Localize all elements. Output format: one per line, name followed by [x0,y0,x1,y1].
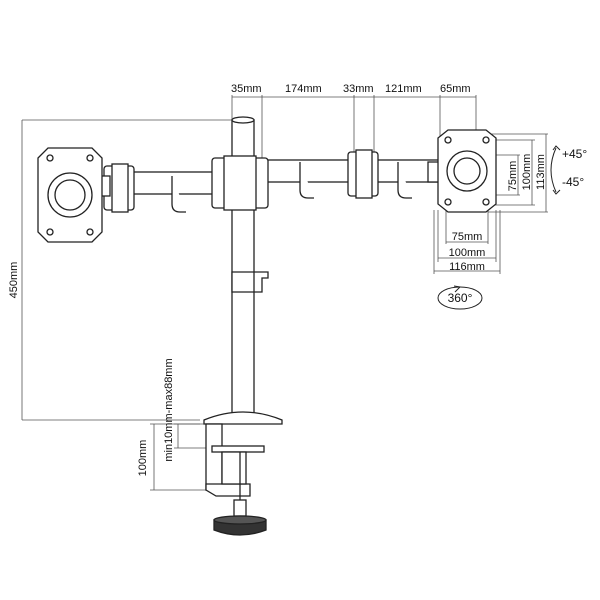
cable-clip [231,271,269,293]
clamp-bottom-jaw [205,483,251,497]
arms [95,149,443,213]
label-clamp-thickness: min10mm-max88mm [163,358,175,461]
label-75mm-vertical: 75mm [507,161,519,192]
rotation-arrow-icon [453,285,462,293]
clamp-knob-top [213,515,267,525]
label-100mm-vertical: 100mm [521,154,533,191]
angle-indicators [437,145,561,310]
right-plate-hole-1 [444,136,452,144]
left-plate-hole-1 [46,154,54,162]
clamp-bracket [221,451,247,485]
clamp-screw-collar [233,499,247,517]
cable-hook-1 [171,176,186,213]
tilt-arc [550,147,557,193]
right-elbow-inner [355,149,373,199]
desk-clamp [203,411,283,536]
cable-hook-3 [397,162,412,199]
left-plate-hole-2 [86,154,94,162]
right-arm-bar [239,159,441,183]
label-450mm: 450mm [8,262,20,299]
label-clamp-height: 100mm [137,440,149,477]
cable-hook-2 [299,162,314,199]
left-plate-center-disc [54,179,86,211]
left-plate-hole-4 [86,228,94,236]
right-plate-hole-3 [444,198,452,206]
right-plate-center-disc [453,157,481,185]
label-116mm: 116mm [449,261,485,273]
label-121mm: 121mm [385,83,422,95]
label-35mm: 35mm [231,83,262,95]
right-vesa-plate [437,129,497,213]
label-rotation: 360° [448,291,473,305]
label-65mm: 65mm [440,83,471,95]
clamp-pressure-plate [211,445,265,453]
pole-top-cap [231,116,255,124]
dimension-labels: 35mm 174mm 33mm 121mm 65mm 450mm min10mm… [8,83,587,476]
right-plate-hole-2 [482,136,490,144]
tilt-arrow-up [552,145,561,151]
left-elbow-inner [111,163,129,213]
clamp-base-plate [203,411,283,425]
right-plate-hole-4 [482,198,490,206]
label-113mm: 113mm [535,154,547,190]
tilt-arrow-down [552,189,561,195]
label-tilt-up: +45° [562,147,587,161]
left-vesa-plate [37,147,103,243]
label-75mm-horizontal: 75mm [452,231,483,243]
label-33mm: 33mm [343,83,374,95]
label-100mm-horizontal: 100mm [449,247,486,259]
central-hub-inner [223,155,257,211]
label-tilt-down: -45° [562,175,584,189]
left-plate-hole-3 [46,228,54,236]
label-174mm: 174mm [285,83,322,95]
clamp-back-bar [205,423,223,491]
